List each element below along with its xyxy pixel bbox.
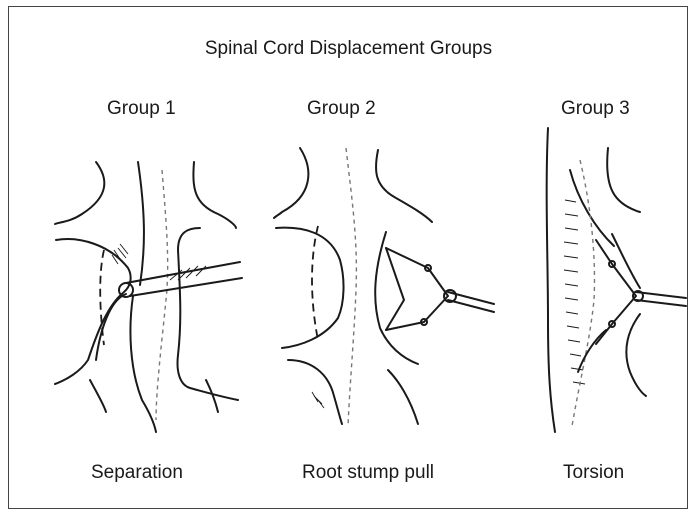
- group-2-illustration: [274, 148, 494, 426]
- group-1-illustration: [55, 162, 242, 432]
- group-1-caption: Separation: [91, 462, 183, 484]
- group-3-illustration: [547, 128, 686, 432]
- group-3-caption: Torsion: [563, 462, 624, 484]
- group-2-caption: Root stump pull: [302, 462, 434, 484]
